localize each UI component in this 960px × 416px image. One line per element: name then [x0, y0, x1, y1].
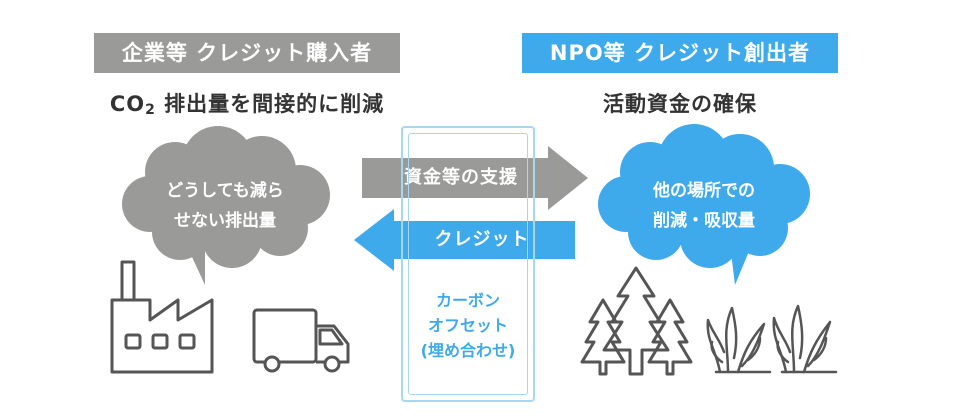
- co-text: CO: [109, 92, 146, 116]
- seaweed-icon: [706, 304, 838, 374]
- carbon-offset-box-inner: [408, 133, 528, 395]
- carbon-offset-line1: カーボン: [435, 291, 500, 310]
- creator-subtitle: 活動資金の確保: [603, 92, 757, 116]
- buyer-subtitle: CO2 排出量を間接的に削減: [94, 88, 400, 118]
- credit-arrow: [354, 209, 575, 271]
- carbon-offset-box: [401, 126, 535, 402]
- carbon-offset-line2: オフセット: [427, 316, 508, 335]
- buyer-tag: 企業等 クレジット購入者: [94, 33, 400, 73]
- left-cloud-line1: どうしても減ら: [166, 181, 284, 201]
- factory-icon: [110, 260, 214, 374]
- truck-icon: [252, 308, 350, 373]
- tree-icon: [580, 266, 693, 376]
- left-cloud-line2: せない排出量: [174, 211, 276, 231]
- credit-arrow-label: クレジット: [434, 229, 530, 250]
- right-cloud-line2: 削減・吸収量: [653, 211, 755, 231]
- support-arrow-label: 資金等の支援: [404, 167, 518, 188]
- carbon-offset-line3: (埋め合わせ): [420, 341, 516, 360]
- support-arrow: [362, 146, 588, 210]
- buyer-subtitle-rest: 排出量を間接的に削減: [155, 92, 385, 116]
- right-cloud-shape: [598, 124, 810, 285]
- co-subscript: 2: [145, 102, 156, 118]
- right-cloud-text: 他の場所での 削減・吸収量: [614, 176, 794, 236]
- left-cloud-text: どうしても減ら せない排出量: [140, 176, 310, 236]
- right-cloud-line1: 他の場所での: [653, 181, 755, 201]
- carbon-offset-text: カーボン オフセット (埋め合わせ): [401, 288, 535, 363]
- left-cloud-shape: [122, 126, 330, 285]
- creator-tag: NPO等 クレジット創出者: [522, 33, 838, 73]
